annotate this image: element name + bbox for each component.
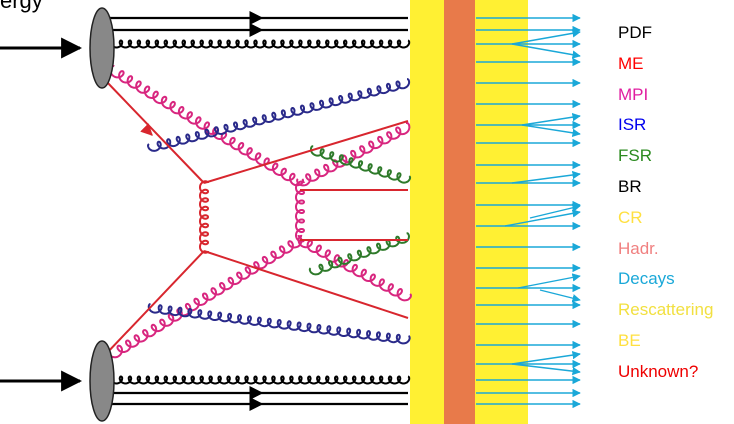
decay-branch-arrow-4 <box>511 170 581 184</box>
decay-branch-arrow-8 <box>539 289 581 303</box>
mpi-gluon-2 <box>108 234 303 359</box>
final-state-decay-arrows <box>476 13 581 409</box>
decay-branch-arrow-7 <box>517 273 581 289</box>
decay-branch-arrow-10 <box>511 363 581 376</box>
mpi-gluon-3 <box>296 121 411 187</box>
legend-item-cr: CR <box>618 207 643 227</box>
color-reconnection-band <box>410 0 444 424</box>
legend-item-hadr: Hadr. <box>618 238 659 258</box>
decay-branch-arrow-5 <box>504 209 581 227</box>
hadronization-band <box>444 0 475 424</box>
decay-branch-arrow-6 <box>529 203 581 219</box>
hadronization-bands <box>410 0 528 424</box>
legend-item-be: BE <box>618 330 641 350</box>
decay-branch-arrow-3 <box>521 124 581 137</box>
decay-branch-arrow-9 <box>511 350 581 365</box>
decay-branch-arrow-0 <box>511 29 581 45</box>
isr-gluon-top <box>146 78 411 152</box>
legend-item-mpi: MPI <box>618 84 649 104</box>
legend-item-rescattering: Rescattering <box>618 300 714 320</box>
pdf-gluon-top <box>109 39 411 49</box>
mpi-gluon-4 <box>297 234 412 302</box>
isr-gluon-bottom <box>147 303 411 345</box>
legend-item-unknown: Unknown? <box>618 361 699 381</box>
fsr-gluon-top <box>310 145 412 184</box>
gluon-lines <box>108 39 412 385</box>
decay-band <box>475 0 528 424</box>
legend-item-me: ME <box>618 53 644 73</box>
legend-item-pdf: PDF <box>618 23 652 42</box>
proton-blob-bottom <box>89 340 115 422</box>
incoming-beam-arrows <box>0 37 83 392</box>
matrix-element-quark-lines <box>104 79 409 356</box>
incoming-hadron-blobs <box>89 7 115 422</box>
pdf-gluon-bottom <box>109 375 411 385</box>
mpi-gluon-exchange <box>294 180 306 243</box>
process-legend: PDF ME MPI ISR FSR BR CR Hadr. Decays Re… <box>618 18 713 388</box>
fsr-gluon-bottom <box>308 232 411 276</box>
legend-item-decays: Decays <box>618 269 675 289</box>
proton-blob-top <box>89 7 115 89</box>
legend-item-isr: ISR <box>618 115 647 135</box>
legend-item-br: BR <box>618 176 642 196</box>
truncated-title-text: ergy <box>0 0 43 13</box>
me-gluon-exchange <box>198 180 210 254</box>
beam-remnant-lines <box>98 11 408 411</box>
decay-branch-arrow-1 <box>511 43 581 59</box>
mpi-gluon-1 <box>109 64 304 187</box>
decay-branch-arrow-2 <box>521 113 581 126</box>
legend-item-fsr: FSR <box>618 146 652 166</box>
